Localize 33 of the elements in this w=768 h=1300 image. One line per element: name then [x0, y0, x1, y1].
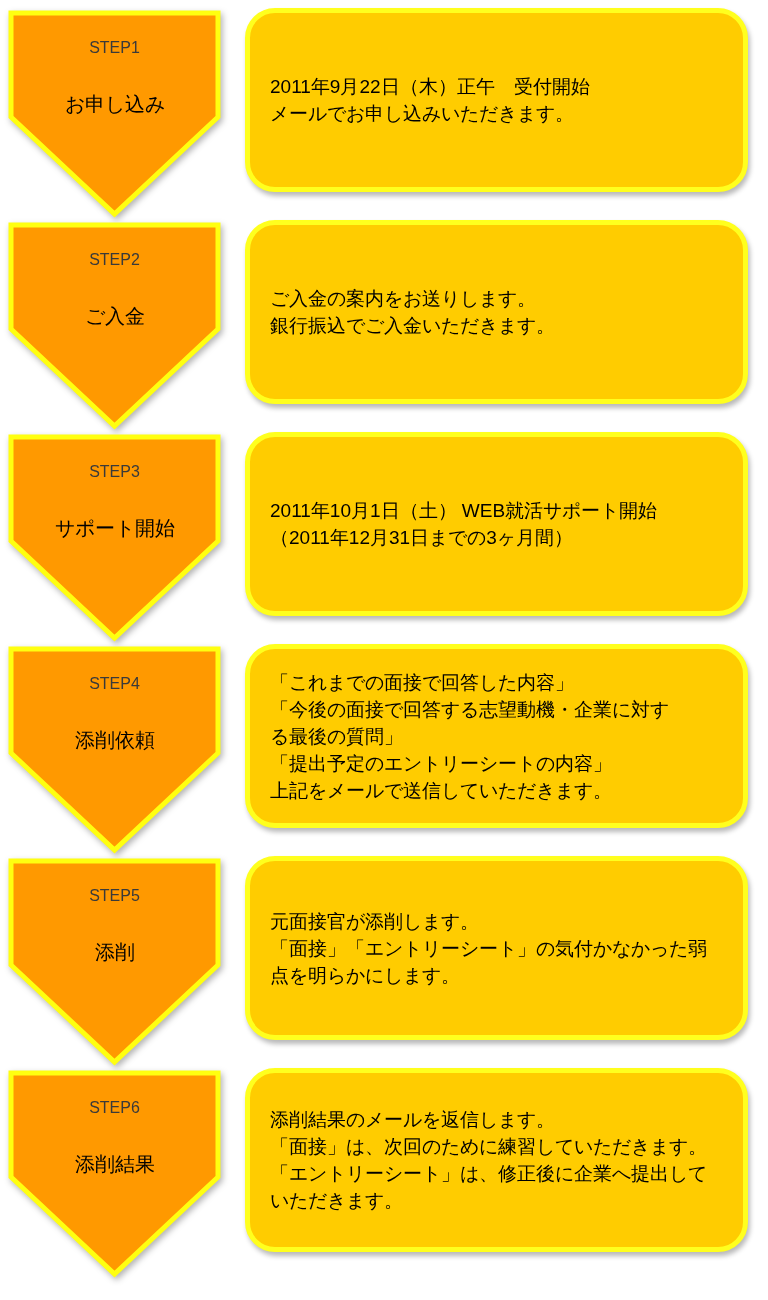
description-text: 銀行振込でご入金いただきます。 — [270, 314, 555, 338]
description-text: 2011年9月22日（木）正午 受付開始 — [270, 75, 590, 99]
description-box — [245, 220, 748, 404]
description-text: 元面接官が添削します。 — [270, 909, 479, 934]
description-box — [245, 856, 748, 1040]
description-text: ご入金の案内をお送りします。 — [270, 287, 536, 311]
step-title: 添削 — [94, 940, 135, 964]
description-text: 2011年10月1日（土） WEB就活サポート開始 — [270, 499, 658, 523]
step-title: お申し込み — [64, 92, 165, 116]
step-number: STEP2 — [89, 250, 140, 270]
step-title: サポート開始 — [54, 516, 175, 540]
description-text: 添削結果のメールを返信します。 — [270, 1108, 555, 1132]
step-number: STEP6 — [89, 1098, 140, 1118]
description-text: （2011年12月31日までの3ヶ月間） — [270, 526, 573, 550]
description-box — [245, 644, 748, 828]
description-box — [245, 1068, 748, 1252]
step-number: STEP3 — [89, 462, 140, 482]
description-text: 「面接」「エントリーシート」の気付かなかった弱点を明らかにします。 — [270, 936, 708, 988]
step-title: 添削依頼 — [74, 728, 155, 752]
step-title: ご入金 — [84, 304, 145, 328]
description-text: 上記をメールで送信していただきます。 — [270, 778, 612, 803]
step-number: STEP4 — [89, 674, 140, 694]
description-text: メールでお申し込みいただきます。 — [270, 102, 574, 126]
step-number: STEP5 — [89, 886, 140, 906]
description-text: 「提出予定のエントリーシートの内容」 — [270, 751, 612, 776]
description-text: 「これまでの面接で回答した内容」 — [270, 670, 574, 695]
description-text: 「今後の面接で回答する志望動機・企業に対する最後の質問」 — [270, 697, 670, 749]
step-number: STEP1 — [89, 38, 140, 58]
description-text: 「エントリーシート」は、修正後に企業へ提出していただきます。 — [270, 1162, 708, 1213]
step-title: 添削結果 — [74, 1152, 155, 1176]
description-box — [245, 432, 748, 616]
description-box — [245, 8, 748, 192]
description-text: 「面接」は、次回のために練習していただきます。 — [270, 1135, 707, 1159]
